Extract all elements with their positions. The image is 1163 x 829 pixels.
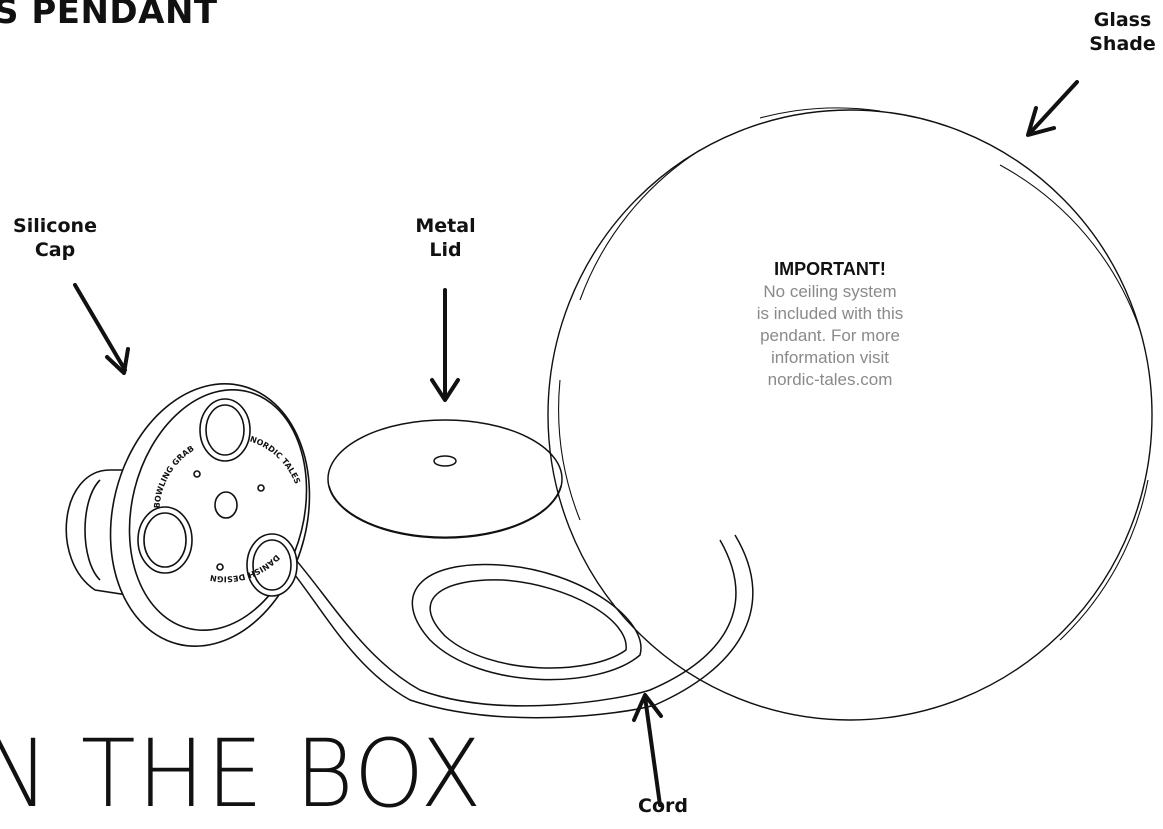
- engraving-bottom: DANISH DESIGN: [209, 553, 281, 584]
- label-metal-lid-line1: Metal: [415, 215, 476, 237]
- label-silicone-cap: Silicone Cap: [0, 214, 110, 262]
- cord-drawing: [209, 499, 754, 719]
- label-silicone-cap-line2: Cap: [34, 239, 76, 261]
- svg-text:NORDIC TALES: NORDIC TALES: [249, 435, 302, 486]
- label-metal-lid: Metal Lid: [398, 214, 493, 262]
- svg-text:BOWLING GRAB: BOWLING GRAB: [153, 444, 196, 509]
- svg-text:DANISH DESIGN: DANISH DESIGN: [209, 553, 281, 584]
- label-silicone-cap-line1: Silicone: [13, 215, 97, 237]
- glass-shade-drawing: [547, 107, 1153, 721]
- important-heading: IMPORTANT!: [774, 259, 886, 279]
- silicone-cap-drawing: [65, 383, 311, 647]
- label-cord: Cord: [638, 795, 688, 817]
- important-line: information visit: [770, 348, 890, 367]
- engraving-top-left: BOWLING GRAB: [153, 444, 196, 509]
- metal-lid-drawing: [327, 419, 563, 539]
- engraving-top-right: NORDIC TALES: [249, 435, 302, 486]
- label-glass-shade-line1: Glass: [1093, 9, 1152, 31]
- section-heading: N THE BOX: [0, 720, 484, 829]
- important-line: No ceiling system: [763, 282, 897, 301]
- important-note: IMPORTANT! No ceiling system is included…: [700, 258, 960, 391]
- label-metal-lid-line2: Lid: [429, 239, 462, 261]
- arrow-glass-shade: [1026, 80, 1079, 137]
- important-line: pendant. For more: [760, 326, 900, 345]
- important-line: is included with this: [756, 304, 904, 323]
- arrow-cord: [632, 693, 663, 807]
- label-glass-shade: Glass Shade: [1075, 8, 1163, 56]
- page-title: S PENDANT: [0, 0, 218, 32]
- important-line: nordic-tales.com: [767, 370, 893, 389]
- label-glass-shade-line2: Shade: [1089, 33, 1156, 55]
- arrow-metal-lid: [430, 288, 460, 402]
- arrow-silicone-cap: [73, 283, 130, 375]
